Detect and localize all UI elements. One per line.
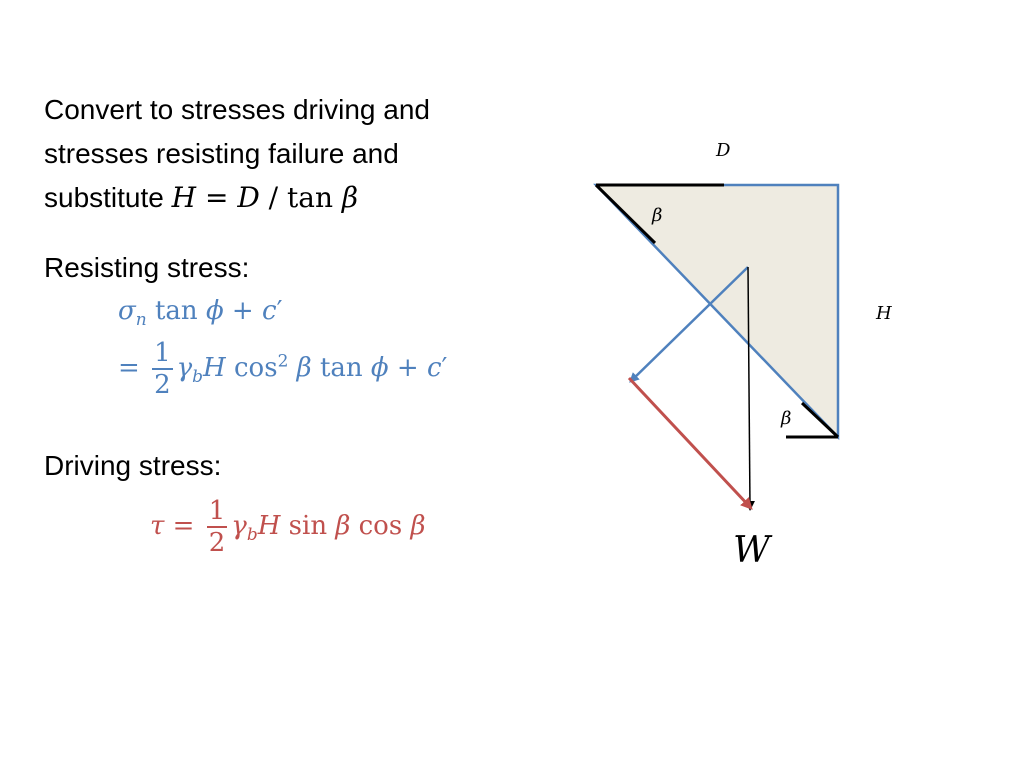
resisting-stress-expression: σn tan ϕ + c′ (118, 296, 283, 331)
intro-line-1: Convert to stresses driving and (44, 94, 430, 125)
shear-force-arrow (627, 376, 753, 510)
weight-arrow (744, 266, 755, 511)
normal-force-arrow (629, 266, 749, 383)
label-beta-bottom: β (780, 408, 791, 429)
intro-line-3: substitute H = D / tan β (44, 176, 430, 220)
label-h: H (875, 303, 892, 324)
intro-line-3-prefix: substitute (44, 182, 172, 213)
intro-text: Convert to stresses driving and stresses… (44, 88, 430, 220)
intro-line-2: stresses resisting failure and (44, 138, 399, 169)
label-beta-top: β (651, 205, 662, 226)
wedge-force-diagram: D β H β W (593, 140, 892, 571)
label-w: W (733, 530, 773, 571)
resisting-stress-heading: Resisting stress: (44, 252, 250, 283)
driving-stress-heading: Driving stress: (44, 450, 222, 481)
label-d: D (715, 140, 731, 161)
wedge-shape (593, 183, 840, 441)
substitution-formula: H = D / tan β (171, 181, 359, 214)
top-angle-line (594, 183, 657, 245)
bottom-angle-line (800, 401, 840, 439)
